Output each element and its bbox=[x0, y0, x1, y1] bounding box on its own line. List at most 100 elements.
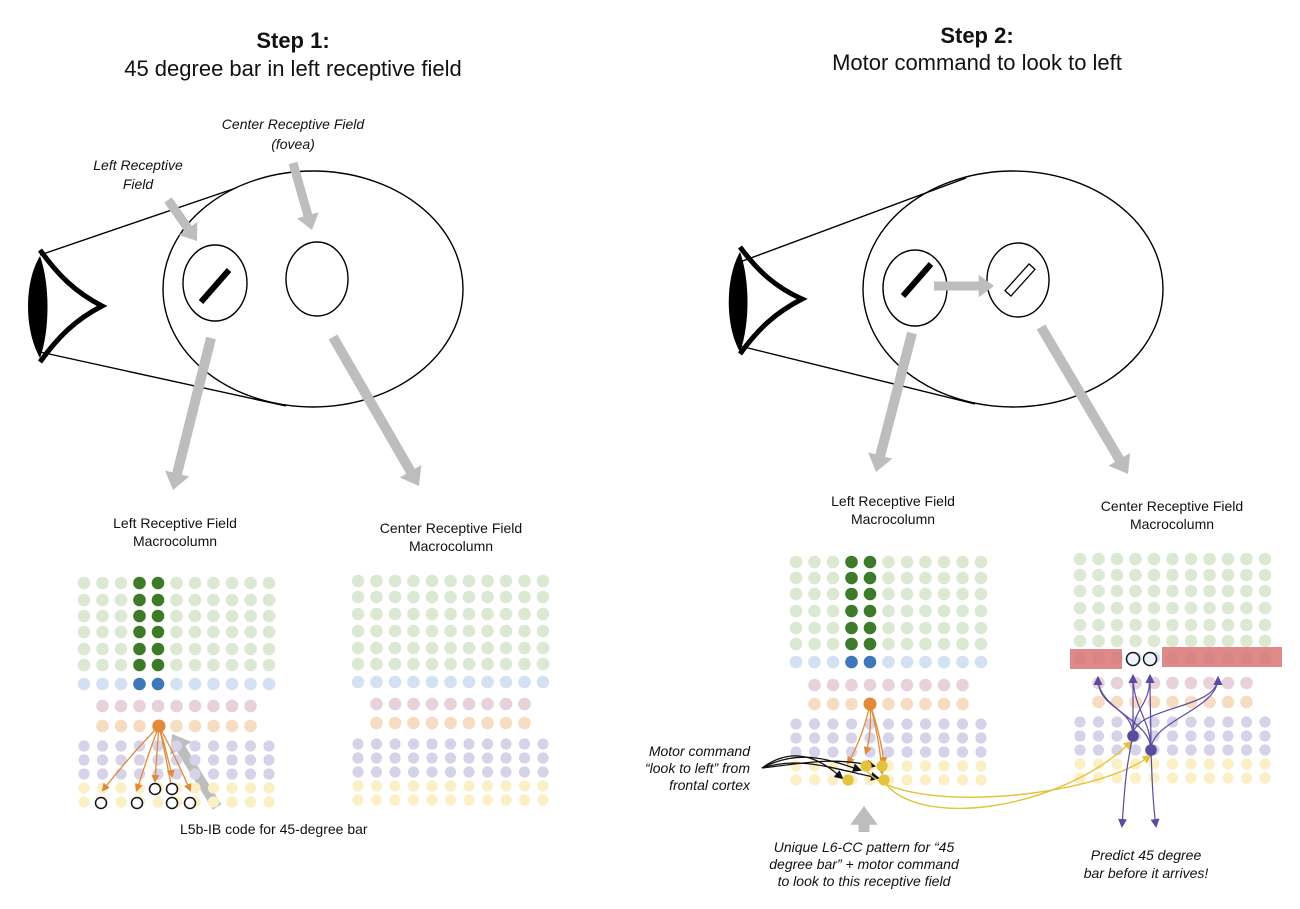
l23-neuron bbox=[956, 555, 969, 569]
l23-neuron bbox=[789, 637, 803, 651]
l5b-ib-neuron-active bbox=[863, 697, 877, 711]
l6-neuron bbox=[500, 766, 512, 778]
l5b-neuron bbox=[499, 716, 513, 730]
l6-neuron bbox=[370, 752, 383, 764]
l23-neuron bbox=[462, 574, 476, 588]
l23-neuron bbox=[225, 576, 239, 590]
l23-neuron bbox=[1203, 634, 1216, 648]
l23-neuron bbox=[900, 604, 914, 618]
l5a-neuron bbox=[1129, 676, 1142, 690]
l6-neuron bbox=[919, 746, 932, 758]
l5a-neuron bbox=[133, 699, 146, 713]
l6-yellow-neuron bbox=[537, 794, 549, 806]
l6-yellow-neuron bbox=[426, 780, 438, 792]
l23-neuron bbox=[262, 642, 276, 656]
eye-icon bbox=[728, 245, 808, 356]
l6-neuron bbox=[263, 740, 275, 752]
l6-yellow-neuron bbox=[1203, 772, 1216, 784]
l4-neuron bbox=[789, 655, 803, 669]
l23-neuron bbox=[789, 587, 803, 601]
l23-neuron bbox=[1221, 584, 1235, 598]
l23-neuron bbox=[1166, 552, 1179, 566]
gray-arrow-icon bbox=[164, 197, 198, 241]
l6-neuron bbox=[1222, 716, 1234, 728]
l6-neuron bbox=[1259, 744, 1271, 756]
l23-neuron bbox=[151, 593, 165, 607]
step2-predict-label-1: Predict 45 degree bbox=[1091, 847, 1202, 863]
l5b-neuron bbox=[919, 697, 932, 711]
l23-neuron bbox=[1184, 584, 1198, 598]
step2-l6-label-2: degree bar” + motor command bbox=[769, 856, 960, 872]
l6-neuron bbox=[207, 768, 220, 780]
step2-l6-label-3: to look to this receptive field bbox=[778, 873, 952, 889]
l6-yellow-neuron bbox=[370, 794, 383, 806]
l23-neuron bbox=[77, 609, 91, 623]
l5b-neuron bbox=[96, 719, 109, 733]
l23-neuron bbox=[225, 593, 239, 607]
l23-neuron bbox=[1129, 634, 1142, 648]
orange-connection bbox=[158, 725, 175, 778]
l6-cc-neuron-active bbox=[876, 760, 888, 772]
l6-neuron bbox=[1222, 730, 1234, 742]
l6-neuron bbox=[152, 754, 164, 766]
l5b-neuron bbox=[1240, 695, 1253, 709]
gray-arrows bbox=[164, 161, 1131, 832]
step1-left-rf-label-2: Field bbox=[123, 176, 155, 192]
l6-yellow-neuron bbox=[790, 760, 802, 772]
l5a-neuron bbox=[518, 697, 531, 711]
l4-neuron bbox=[151, 677, 165, 691]
l23-neuron bbox=[863, 637, 877, 651]
l5b-neuron bbox=[407, 716, 420, 730]
step1-code-label: L5b-IB code for 45-degree bar bbox=[180, 821, 368, 837]
l6-neuron bbox=[370, 766, 383, 778]
l23-neuron bbox=[536, 590, 550, 604]
l23-neuron bbox=[919, 604, 932, 618]
l23-neuron bbox=[1240, 568, 1253, 582]
l6-neuron bbox=[463, 752, 475, 764]
l23-neuron bbox=[808, 587, 821, 601]
l6-neuron bbox=[370, 738, 383, 750]
l6-neuron bbox=[882, 746, 895, 758]
l23-neuron bbox=[789, 555, 803, 569]
l23-neuron bbox=[96, 658, 109, 672]
l23-neuron bbox=[974, 555, 988, 569]
l5a-neuron bbox=[244, 699, 257, 713]
l6-yellow-neuron bbox=[975, 760, 987, 772]
l6-neuron bbox=[263, 754, 275, 766]
l4-neuron bbox=[481, 675, 494, 689]
l23-neuron bbox=[1073, 552, 1087, 566]
l4-neuron bbox=[244, 677, 257, 691]
l6-neuron bbox=[389, 766, 401, 778]
l23-neuron bbox=[407, 590, 420, 604]
l23-neuron bbox=[1166, 601, 1179, 615]
l6-yellow-neuron bbox=[481, 794, 494, 806]
l6-yellow-neuron bbox=[78, 796, 90, 808]
l23-neuron bbox=[518, 590, 531, 604]
l23-neuron bbox=[1203, 618, 1216, 632]
l6-neuron bbox=[790, 746, 802, 758]
l6-yellow-neuron bbox=[226, 796, 238, 808]
l23-neuron bbox=[845, 571, 858, 585]
l23-neuron bbox=[1073, 634, 1087, 648]
l6-neuron bbox=[1203, 730, 1216, 742]
l23-neuron bbox=[1166, 584, 1179, 598]
l23-neuron bbox=[77, 658, 91, 672]
l23-neuron bbox=[370, 657, 383, 671]
l23-neuron bbox=[388, 607, 402, 621]
l23-neuron bbox=[1221, 568, 1235, 582]
l6-neuron bbox=[407, 766, 420, 778]
l23-neuron bbox=[244, 609, 257, 623]
l23-neuron bbox=[1110, 584, 1124, 598]
l23-neuron bbox=[481, 624, 494, 638]
l23-neuron bbox=[444, 574, 457, 588]
l6-neuron bbox=[78, 740, 90, 752]
l23-neuron bbox=[407, 607, 420, 621]
l5a-neuron bbox=[863, 678, 877, 692]
l4-neuron bbox=[262, 677, 276, 691]
l6-yellow-neuron bbox=[808, 774, 821, 786]
l5b-neuron bbox=[1166, 695, 1179, 709]
l5b-neuron bbox=[937, 697, 951, 711]
l5b-neuron bbox=[808, 697, 821, 711]
l6-neuron bbox=[1259, 730, 1271, 742]
l5a-neuron bbox=[499, 697, 513, 711]
